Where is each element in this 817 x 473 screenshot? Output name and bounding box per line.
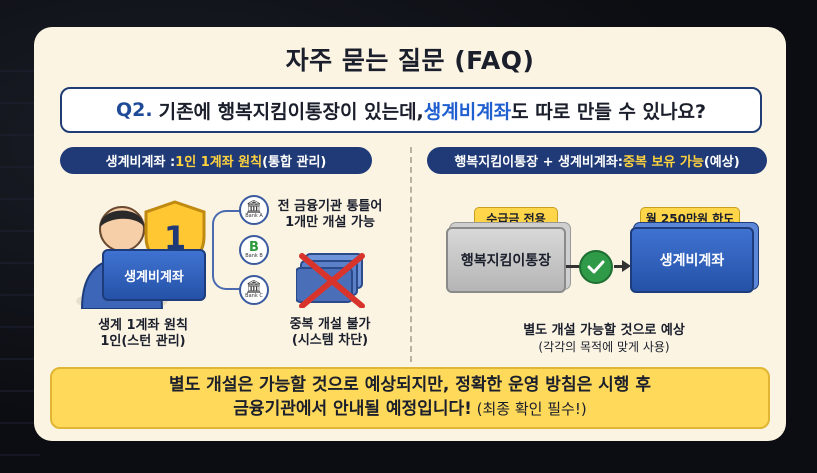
expect-subtext: (각각의 목적에 맞게 사용) [538, 340, 670, 354]
section-divider [410, 147, 412, 362]
bank-c-label: Bank C [245, 293, 263, 299]
living-cost-account: 생계비계좌 [630, 227, 754, 293]
duplicate-blocked-text: 중복 개설 불가 (시스템 차단) [274, 317, 386, 350]
shield-number: 1 [164, 219, 186, 257]
bank-c-glyph: 🏛 [245, 280, 263, 295]
check-icon [579, 250, 613, 284]
bank-a-glyph: 🏛 [245, 200, 263, 215]
question-highlight: 생계비계좌 [423, 100, 512, 123]
left-pill-highlight: 1인 1계좌 원칙 [175, 155, 263, 170]
arrow-segment [614, 265, 626, 268]
question-text-before: 기존에 행복지킴이통장이 있는데, [158, 100, 424, 123]
all-institutions-text: 전 금융기관 통틀어 1개만 개설 가능 [274, 199, 386, 232]
expect-text: 별도 개설 가능할 것으로 예상 [523, 323, 685, 338]
left-pill-suffix: (통합 관리) [262, 155, 327, 170]
right-pill-suffix: (예상) [703, 155, 740, 170]
happy-guard-account-label: 행복지킴이통장 [460, 253, 552, 269]
notice-line2-main: 금융기관에서 안내될 예정입니다! [233, 399, 472, 419]
right-pill-prefix: 행복지킴이통장 + 생계비계좌: [454, 155, 624, 170]
bank-b-icon: B Bank B [239, 235, 269, 265]
right-section-pill: 행복지킴이통장 + 생계비계좌: 중복 보유 가능 (예상) [427, 147, 767, 174]
living-cost-card-label: 생계비계좌 [124, 269, 184, 285]
question-box: Q2. 기존에 행복지킴이통장이 있는데, 생계비계좌 도 따로 만들 수 있나… [60, 87, 762, 133]
right-pill-highlight: 중복 보유 가능 [623, 155, 704, 170]
notice-line1: 별도 개설은 가능할 것으로 예상되지만, 정확한 운영 방침은 시행 후 [168, 375, 651, 396]
faq-card: 자주 묻는 질문 (FAQ) Q2. 기존에 행복지킴이통장이 있는데, 생계비… [34, 27, 786, 441]
bank-c-icon: 🏛 Bank C [239, 275, 269, 305]
duplicate-line2: (시스템 차단) [291, 333, 369, 349]
duplicate-line1: 중복 개설 불가 [289, 317, 371, 332]
bank-a-label: Bank A [245, 213, 263, 219]
principle-text: 생계 1계좌 원칙 1인(스턴 관리) [68, 318, 218, 351]
notice-line2: 금융기관에서 안내될 예정입니다! (최종 확인 필수!) [233, 398, 586, 422]
question-number: Q2. [116, 99, 153, 121]
question-text-after: 도 따로 만들 수 있나요? [511, 100, 706, 123]
notice-line2-small: (최종 확인 필수!) [471, 400, 587, 418]
living-cost-card: 생계비계좌 [102, 249, 206, 301]
bank-b-label: Bank B [245, 253, 263, 259]
living-cost-account-label: 생계비계좌 [659, 253, 725, 269]
monthly-limit-tag: 월 250만원 한도 [640, 207, 740, 229]
arrow-segment [566, 265, 580, 268]
all-institutions-line1: 전 금융기관 통틀어 [277, 199, 383, 214]
left-pill-prefix: 생계비계좌 : [105, 155, 176, 170]
sparkle-icon: ✦ [779, 420, 786, 441]
bank-connector [212, 210, 240, 290]
principle-line2: 1인(스턴 관리) [100, 334, 186, 350]
all-institutions-line2: 1개만 개설 가능 [285, 215, 375, 231]
bank-b-glyph: B [249, 240, 259, 255]
bank-a-icon: 🏛 Bank A [239, 195, 269, 225]
notice-box: 별도 개설은 가능할 것으로 예상되지만, 정확한 운영 방침은 시행 후 금융… [50, 367, 770, 429]
background-lines [0, 40, 40, 460]
happy-guard-account: 행복지킴이통장 [446, 227, 566, 293]
left-section-pill: 생계비계좌 : 1인 1계좌 원칙 (통합 관리) [60, 147, 372, 174]
benefit-only-tag: 수급금 전용 [474, 207, 558, 229]
arrow-right-icon [622, 260, 631, 272]
page-title: 자주 묻는 질문 (FAQ) [285, 46, 535, 75]
crossed-cards-icon [296, 253, 365, 308]
principle-line1: 생계 1계좌 원칙 [98, 318, 188, 333]
